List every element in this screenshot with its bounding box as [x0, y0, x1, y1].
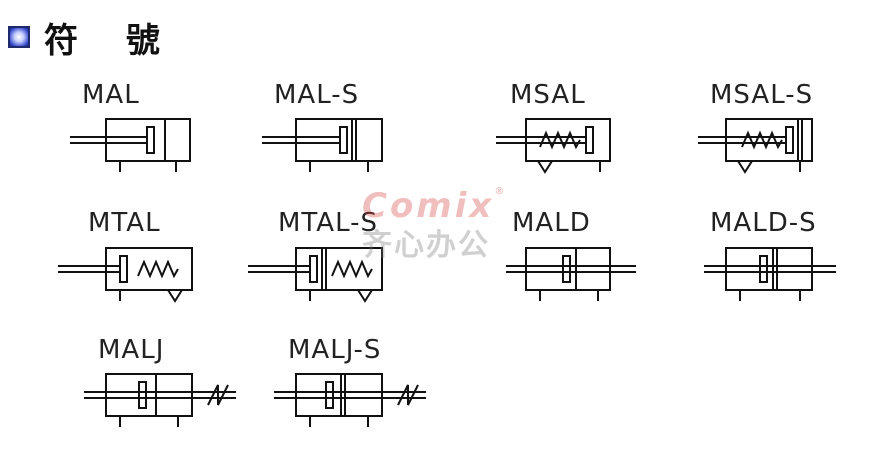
section-title: 符 號 [44, 20, 178, 61]
symbol-label-mtal-s: MTAL-S [278, 208, 378, 238]
symbol-label-malj: MALJ [98, 335, 165, 365]
symbol-label-mal: MAL [82, 80, 140, 110]
cylinder-symbol-mald-s [704, 247, 836, 301]
cylinder-symbol-mal [70, 118, 191, 172]
cylinder-symbol-msal-s [698, 118, 813, 174]
cylinder-symbol-malj-s [274, 373, 426, 427]
symbol-label-mtal: MTAL [88, 208, 161, 238]
cylinder-symbol-malj [84, 373, 236, 427]
cylinder-symbol-mtal-s [248, 247, 383, 303]
cylinder-symbol-mtal [58, 247, 193, 303]
symbol-label-mal-s: MAL-S [274, 80, 360, 110]
cylinder-symbol-msal [496, 118, 611, 174]
symbol-label-msal: MSAL [510, 80, 586, 110]
symbol-label-msal-s: MSAL-S [710, 80, 814, 110]
symbol-label-malj-s: MALJ-S [288, 335, 382, 365]
square-bullet-icon [8, 26, 30, 48]
cylinder-symbol-mal-s [262, 118, 383, 172]
symbol-label-mald-s: MALD-S [710, 208, 817, 238]
symbol-label-mald: MALD [512, 208, 591, 238]
cylinder-symbol-mald [506, 247, 636, 301]
section-header: 符 號 [8, 16, 178, 61]
